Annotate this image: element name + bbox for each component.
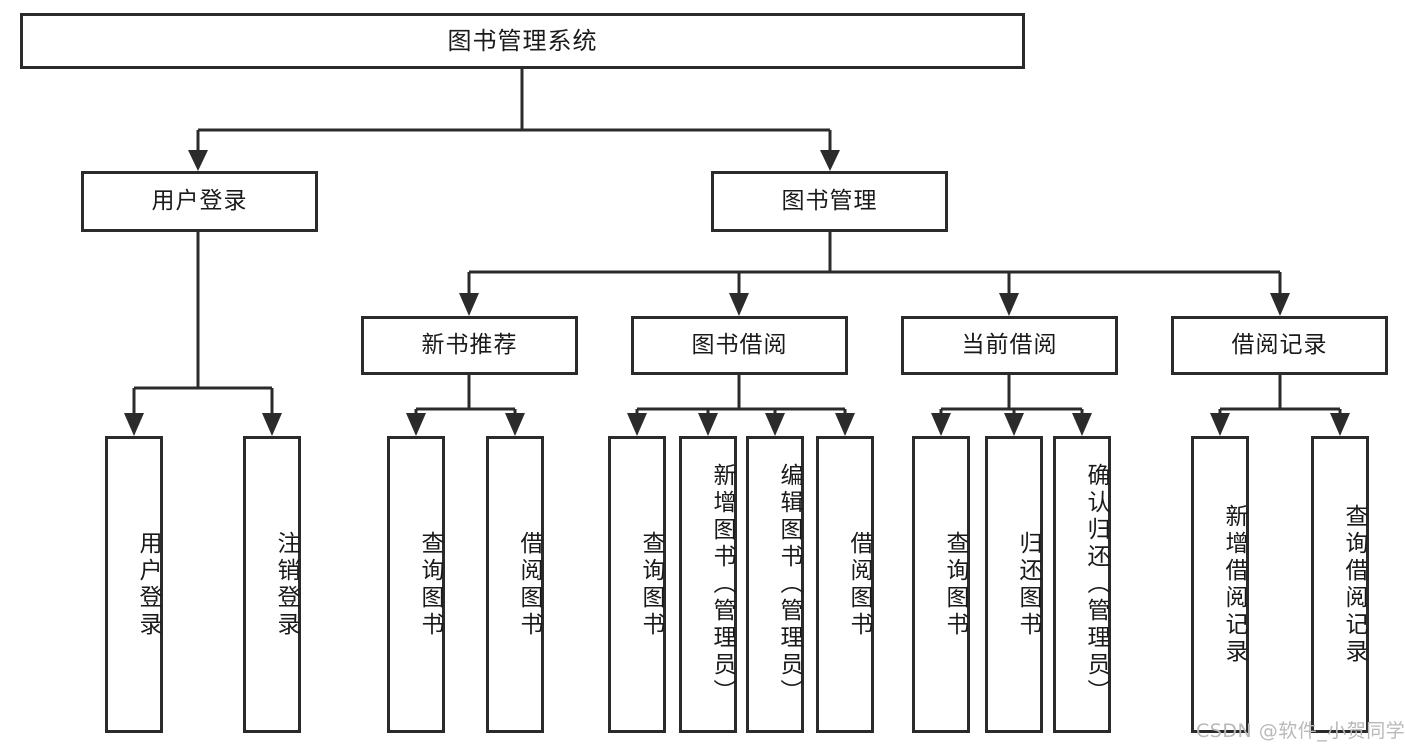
leaf-return-book[interactable]: 归还图书 [985,436,1043,733]
node-new-book-recommendation[interactable]: 新书推荐 [361,316,578,375]
leaf-edit-book-admin[interactable]: 编辑图书（管理员） [746,436,804,733]
leaf-query-book-new-recommendation[interactable]: 查询图书 [387,436,445,733]
node-borrow-record[interactable]: 借阅记录 [1171,316,1388,375]
leaf-borrow-book-new-recommendation[interactable]: 借阅图书 [486,436,544,733]
leaf-query-book-borrow[interactable]: 查询图书 [608,436,666,733]
node-book-borrow[interactable]: 图书借阅 [631,316,848,375]
leaf-add-borrow-record[interactable]: 新增借阅记录 [1191,436,1249,733]
leaf-query-book-current-borrow[interactable]: 查询图书 [912,436,970,733]
node-book-management[interactable]: 图书管理 [711,171,948,232]
leaf-add-book-admin[interactable]: 新增图书（管理员） [679,436,737,733]
leaf-user-login[interactable]: 用户登录 [105,436,163,733]
leaf-user-logout[interactable]: 注销登录 [243,436,301,733]
node-current-borrow[interactable]: 当前借阅 [901,316,1118,375]
node-root-book-management-system[interactable]: 图书管理系统 [20,13,1025,69]
csdn-watermark: CSDN @软件_小贺同学 [1196,720,1405,742]
node-user-login[interactable]: 用户登录 [81,171,318,232]
leaf-confirm-return-admin[interactable]: 确认归还（管理员） [1053,436,1111,733]
leaf-query-borrow-record[interactable]: 查询借阅记录 [1311,436,1369,733]
leaf-borrow-book[interactable]: 借阅图书 [816,436,874,733]
